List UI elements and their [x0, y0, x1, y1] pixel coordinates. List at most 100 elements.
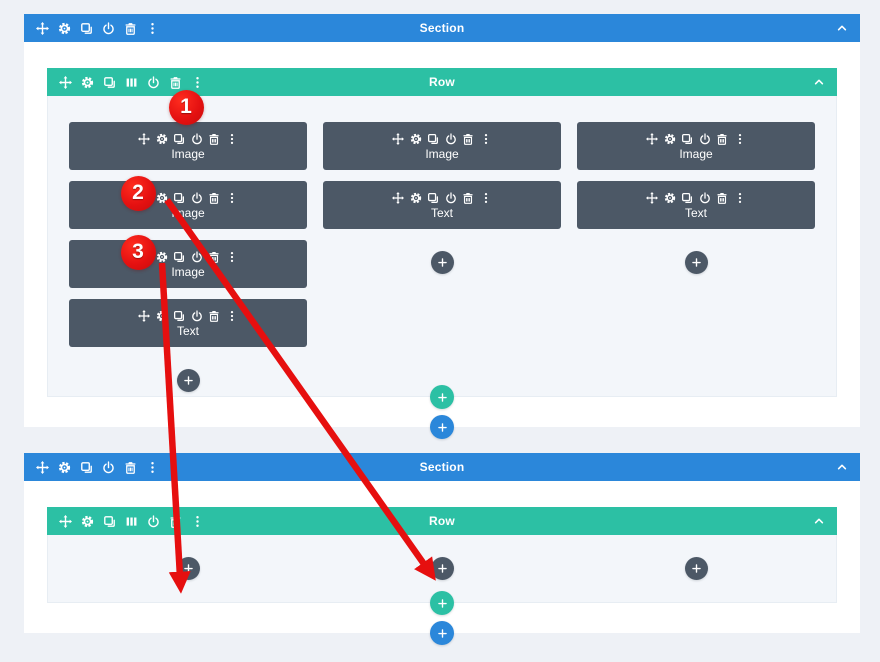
trash-icon[interactable]	[462, 192, 474, 204]
trash-icon[interactable]	[208, 310, 220, 322]
duplicate-icon[interactable]	[173, 133, 185, 145]
add-section-button[interactable]	[430, 621, 454, 645]
duplicate-icon[interactable]	[681, 192, 693, 204]
columns-icon[interactable]	[125, 76, 138, 89]
chevron-up-icon[interactable]	[813, 515, 825, 527]
trash-icon[interactable]	[462, 133, 474, 145]
row-toolbar[interactable]: Row	[47, 68, 837, 96]
options-icon[interactable]	[191, 515, 204, 528]
move-icon[interactable]	[59, 76, 72, 89]
section-toolbar[interactable]: Section	[24, 453, 860, 481]
settings-icon[interactable]	[58, 22, 71, 35]
trash-icon[interactable]	[208, 192, 220, 204]
move-icon[interactable]	[138, 251, 150, 263]
save-icon[interactable]	[445, 192, 457, 204]
options-icon[interactable]	[480, 192, 492, 204]
move-icon[interactable]	[36, 22, 49, 35]
options-icon[interactable]	[226, 192, 238, 204]
trash-icon[interactable]	[208, 133, 220, 145]
options-icon[interactable]	[146, 22, 159, 35]
duplicate-icon[interactable]	[427, 133, 439, 145]
add-row-button[interactable]	[430, 591, 454, 615]
add-module-button[interactable]	[176, 557, 200, 580]
module-image[interactable]: Image	[69, 181, 307, 229]
move-icon[interactable]	[646, 192, 658, 204]
settings-icon[interactable]	[664, 192, 676, 204]
options-icon[interactable]	[191, 76, 204, 89]
duplicate-icon[interactable]	[103, 515, 116, 528]
settings-icon[interactable]	[81, 76, 94, 89]
module-text[interactable]: Text	[323, 181, 561, 229]
options-icon[interactable]	[226, 251, 238, 263]
settings-icon[interactable]	[156, 251, 168, 263]
options-icon[interactable]	[734, 192, 746, 204]
trash-icon[interactable]	[124, 461, 137, 474]
settings-icon[interactable]	[156, 310, 168, 322]
settings-icon[interactable]	[410, 192, 422, 204]
module-text[interactable]: Text	[69, 299, 307, 347]
section-toolbar[interactable]: Section	[24, 14, 860, 42]
save-icon[interactable]	[699, 133, 711, 145]
add-module-button[interactable]	[430, 557, 454, 580]
duplicate-icon[interactable]	[80, 22, 93, 35]
module-image[interactable]: Image	[69, 240, 307, 288]
module-image[interactable]: Image	[323, 122, 561, 170]
module-text[interactable]: Text	[577, 181, 815, 229]
options-icon[interactable]	[226, 133, 238, 145]
move-icon[interactable]	[392, 133, 404, 145]
add-module-button[interactable]	[176, 369, 200, 392]
move-icon[interactable]	[36, 461, 49, 474]
duplicate-icon[interactable]	[681, 133, 693, 145]
options-icon[interactable]	[734, 133, 746, 145]
save-icon[interactable]	[191, 192, 203, 204]
trash-icon[interactable]	[124, 22, 137, 35]
add-module-button[interactable]	[684, 557, 708, 580]
settings-icon[interactable]	[156, 192, 168, 204]
add-section-button[interactable]	[430, 415, 454, 439]
chevron-up-icon[interactable]	[813, 76, 825, 88]
chevron-up-icon[interactable]	[836, 22, 848, 34]
module-image[interactable]: Image	[577, 122, 815, 170]
save-icon[interactable]	[102, 461, 115, 474]
save-icon[interactable]	[147, 515, 160, 528]
move-icon[interactable]	[138, 310, 150, 322]
duplicate-icon[interactable]	[173, 251, 185, 263]
save-icon[interactable]	[191, 133, 203, 145]
duplicate-icon[interactable]	[427, 192, 439, 204]
trash-icon[interactable]	[716, 192, 728, 204]
settings-icon[interactable]	[58, 461, 71, 474]
move-icon[interactable]	[138, 133, 150, 145]
trash-icon[interactable]	[208, 251, 220, 263]
row-toolbar[interactable]: Row	[47, 507, 837, 535]
chevron-up-icon[interactable]	[836, 461, 848, 473]
settings-icon[interactable]	[410, 133, 422, 145]
duplicate-icon[interactable]	[80, 461, 93, 474]
options-icon[interactable]	[480, 133, 492, 145]
move-icon[interactable]	[138, 192, 150, 204]
add-row-button[interactable]	[430, 385, 454, 409]
save-icon[interactable]	[699, 192, 711, 204]
duplicate-icon[interactable]	[173, 192, 185, 204]
settings-icon[interactable]	[156, 133, 168, 145]
trash-icon[interactable]	[169, 515, 182, 528]
duplicate-icon[interactable]	[173, 310, 185, 322]
save-icon[interactable]	[147, 76, 160, 89]
duplicate-icon[interactable]	[103, 76, 116, 89]
columns-icon[interactable]	[125, 515, 138, 528]
add-module-button[interactable]	[684, 251, 708, 274]
settings-icon[interactable]	[664, 133, 676, 145]
add-module-button[interactable]	[430, 251, 454, 274]
module-image[interactable]: Image	[69, 122, 307, 170]
options-icon[interactable]	[226, 310, 238, 322]
move-icon[interactable]	[646, 133, 658, 145]
move-icon[interactable]	[59, 515, 72, 528]
settings-icon[interactable]	[81, 515, 94, 528]
save-icon[interactable]	[102, 22, 115, 35]
move-icon[interactable]	[392, 192, 404, 204]
save-icon[interactable]	[191, 251, 203, 263]
save-icon[interactable]	[191, 310, 203, 322]
trash-icon[interactable]	[716, 133, 728, 145]
options-icon[interactable]	[146, 461, 159, 474]
trash-icon[interactable]	[169, 76, 182, 89]
save-icon[interactable]	[445, 133, 457, 145]
